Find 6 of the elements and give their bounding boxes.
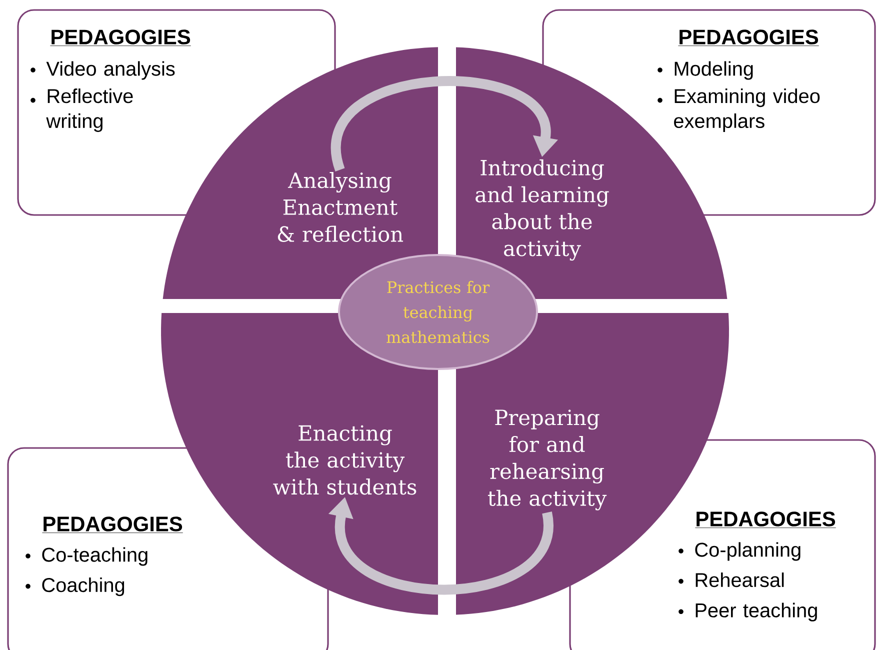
bullet-item: Reflective writing (30, 88, 133, 132)
box-heading: PEDAGOGIES (50, 30, 192, 46)
bullet-item: Coaching (26, 578, 124, 596)
bullet-item: Co-teaching (26, 547, 148, 566)
curved-arrow (331, 76, 558, 171)
box-heading: PEDAGOGIES (678, 30, 820, 46)
